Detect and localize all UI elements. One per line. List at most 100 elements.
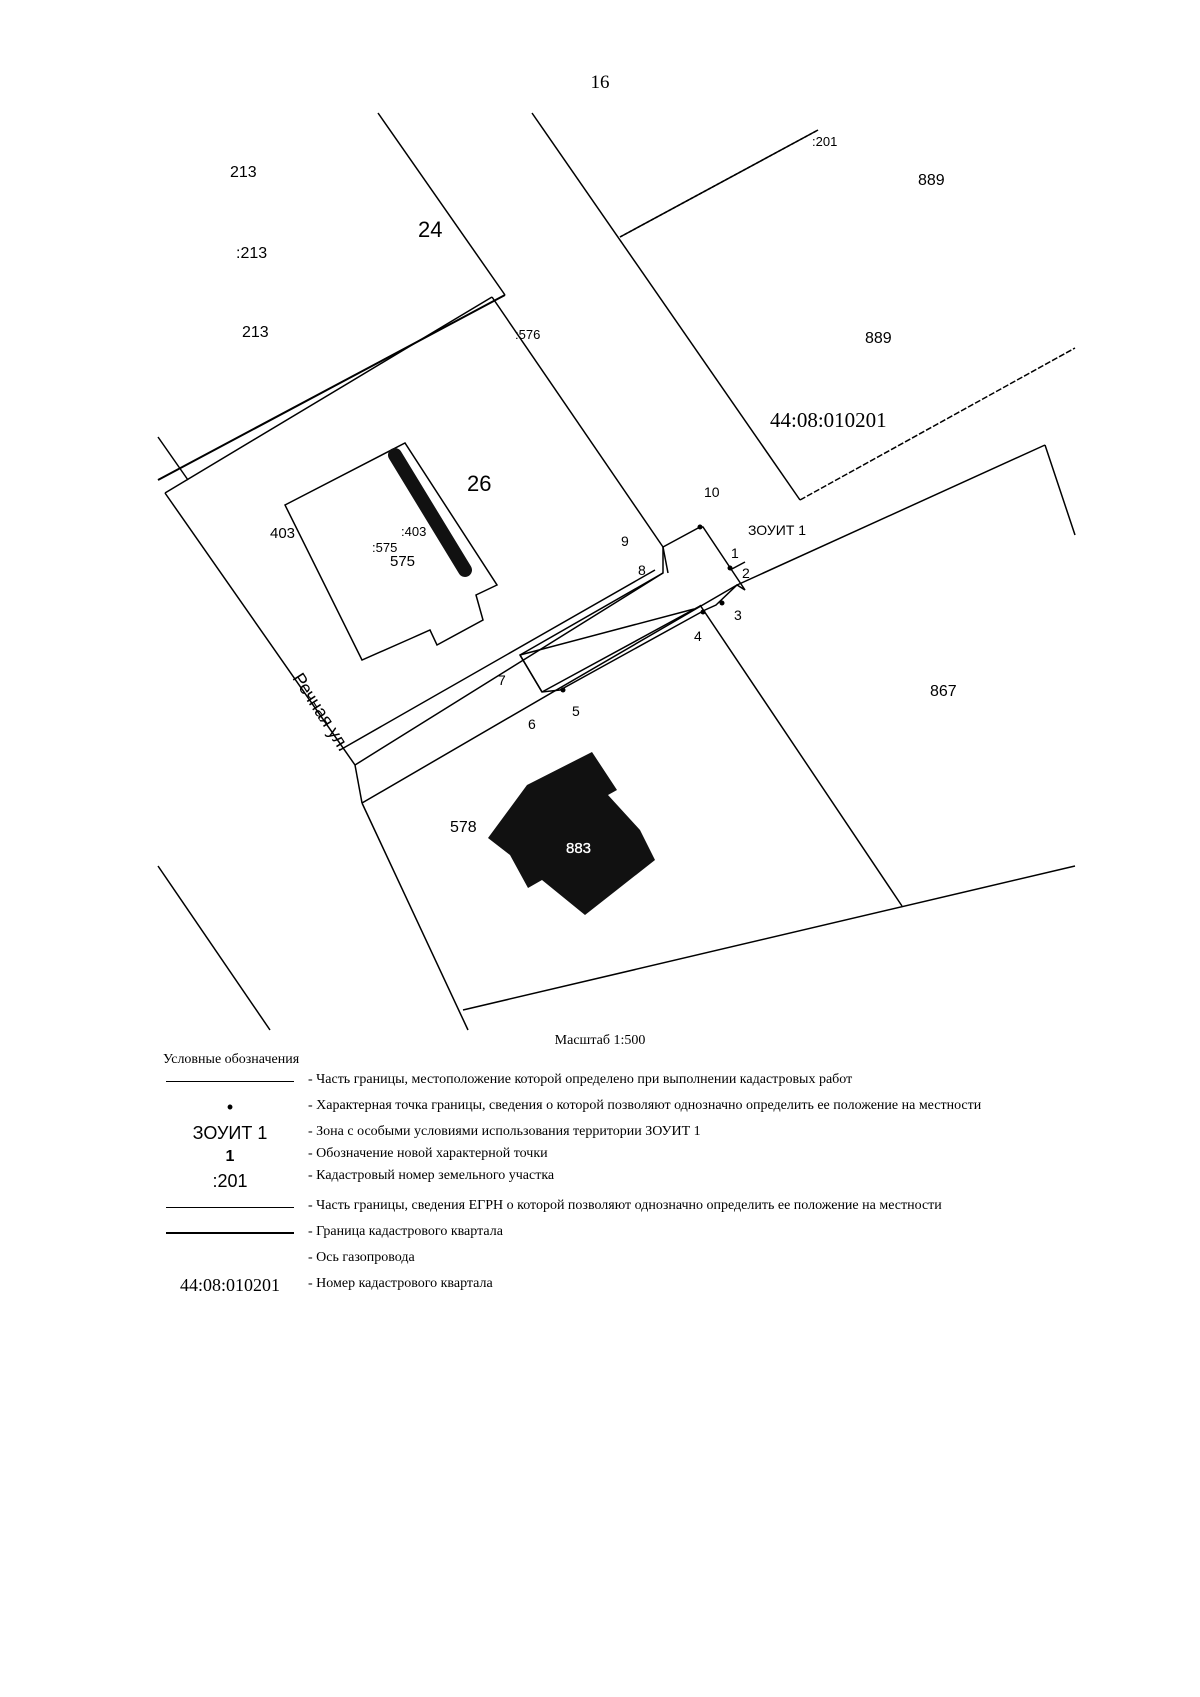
legend-row: • - Характерная точка границы, сведения … [160, 1094, 1080, 1120]
dot-symbol: • [226, 1096, 234, 1117]
boundary-line [157, 436, 189, 481]
boundary-line [462, 865, 1076, 1011]
legend: - Часть границы, местоположение которой … [160, 1068, 1080, 1298]
boundary-line [164, 296, 493, 494]
parcel-label: 867 [930, 683, 957, 700]
boundary-line [736, 444, 1046, 586]
point-label: 1 [731, 545, 739, 561]
point-label: 7 [498, 672, 506, 688]
legend-text: - Зона с особыми условиями использования… [308, 1124, 701, 1139]
zone-symbol: ЗОУИТ 1 [192, 1122, 268, 1143]
street-label: Речная ул. [289, 669, 354, 754]
legend-row: - Часть границы, местоположение которой … [160, 1068, 1080, 1094]
boundary-line [164, 492, 356, 766]
legend-symbol: • [160, 1094, 300, 1120]
boundary-line [541, 605, 701, 693]
parcel-label: 883 [566, 840, 591, 857]
building-outline [283, 442, 499, 661]
legend-title: Условные обозначения [163, 1052, 300, 1067]
parcel-label: 889 [865, 330, 892, 347]
legend-row: :201 - Кадастровый номер земельного учас… [160, 1168, 1080, 1194]
parcel-label: :403 [401, 524, 426, 539]
thin-line-symbol [166, 1080, 294, 1082]
boundary-point-dot [719, 600, 725, 606]
parcel-label: 213 [230, 164, 257, 181]
building-strip [388, 448, 472, 577]
point-label: 8 [638, 562, 646, 578]
legend-symbol [160, 1220, 300, 1246]
legend-text: - Характерная точка границы, сведения о … [308, 1098, 982, 1113]
quarter-number-label: 44:08:010201 [770, 408, 887, 432]
boundary-line [354, 572, 664, 766]
legend-row: - Часть границы, сведения ЕГРН о которой… [160, 1194, 1080, 1220]
boundary-line [662, 546, 669, 574]
page-number: 16 [590, 72, 610, 93]
point-label: 3 [734, 607, 742, 623]
boundary-line [519, 654, 543, 693]
boundary-line [157, 865, 271, 1031]
boundary-line [1044, 444, 1076, 536]
legend-text: - Часть границы, местоположение которой … [308, 1072, 853, 1087]
boundary-line [354, 764, 363, 804]
boundary-line [491, 296, 664, 548]
quarter-boundary-line [157, 294, 506, 481]
boundary-line [799, 347, 1076, 501]
legend-row: 44:08:010201 - Номер кадастрового кварта… [160, 1272, 1080, 1298]
point-label: 10 [704, 484, 720, 500]
legend-text: - Номер кадастрового квартала [308, 1276, 493, 1291]
zouit-zone-outline [518, 526, 746, 693]
quarter-line-symbol [166, 1232, 294, 1234]
cadastral-number-symbol: :201 [212, 1170, 248, 1191]
boundary-point-dot [697, 524, 703, 530]
legend-symbol: ЗОУИТ 1 [160, 1120, 300, 1146]
point-label: 5 [572, 703, 580, 719]
point-number-symbol: 1 [225, 1148, 235, 1165]
boundary-point-dot [727, 565, 733, 571]
boundary-line [531, 112, 801, 501]
point-label: 9 [621, 533, 629, 549]
point-label: 6 [528, 716, 536, 732]
legend-symbol: :201 [160, 1168, 300, 1194]
boundary-line [519, 608, 695, 656]
boundary-line [339, 569, 656, 751]
cadastral-map: 213 :213 213 24 :576 :201 889 889 26 403… [157, 112, 1076, 1031]
boundary-line [729, 561, 746, 571]
legend-symbol [160, 1068, 300, 1094]
parcel-label: 578 [450, 819, 477, 836]
legend-row: - Ось газопровода [160, 1246, 1080, 1272]
legend-row: ЗОУИТ 1 - Зона с особыми условиями испол… [160, 1120, 1080, 1146]
parcel-label: :575 [372, 540, 397, 555]
parcel-label: 24 [418, 217, 442, 242]
scale-label: Масштаб 1:500 [554, 1033, 646, 1048]
boundary-point-dot [560, 687, 566, 693]
zone-label: ЗОУИТ 1 [748, 522, 806, 538]
parcel-label: 575 [390, 553, 415, 570]
parcel-label: 213 [242, 324, 269, 341]
legend-text: - Обозначение новой характерной точки [308, 1146, 548, 1161]
point-label: 4 [694, 628, 702, 644]
boundary-point-dot [700, 609, 706, 615]
legend-row: 1 - Обозначение новой характерной точки [160, 1146, 1080, 1168]
legend-row: - Граница кадастрового квартала [160, 1220, 1080, 1246]
boundary-line [699, 604, 903, 907]
legend-symbol: 44:08:010201 [160, 1272, 300, 1298]
boundary-line [619, 129, 819, 238]
legend-text: - Часть границы, сведения ЕГРН о которой… [308, 1198, 942, 1213]
quarter-number-symbol: 44:08:010201 [179, 1274, 280, 1295]
egrn-line-symbol [166, 1206, 294, 1208]
building-883 [488, 752, 655, 915]
legend-symbol [160, 1194, 300, 1220]
legend-text: - Граница кадастрового квартала [308, 1224, 503, 1239]
parcel-label: :201 [812, 134, 837, 149]
parcel-label: 26 [467, 471, 491, 496]
point-label: 2 [742, 565, 750, 581]
boundary-line [377, 112, 506, 296]
parcel-label: 403 [270, 525, 295, 542]
parcel-label: 889 [918, 172, 945, 189]
parcel-label: :213 [236, 245, 267, 262]
legend-symbol: 1 [160, 1146, 300, 1168]
parcel-label: :576 [515, 327, 540, 342]
boundary-line [361, 584, 738, 804]
boundary-line [361, 802, 469, 1031]
legend-symbol [160, 1246, 300, 1272]
